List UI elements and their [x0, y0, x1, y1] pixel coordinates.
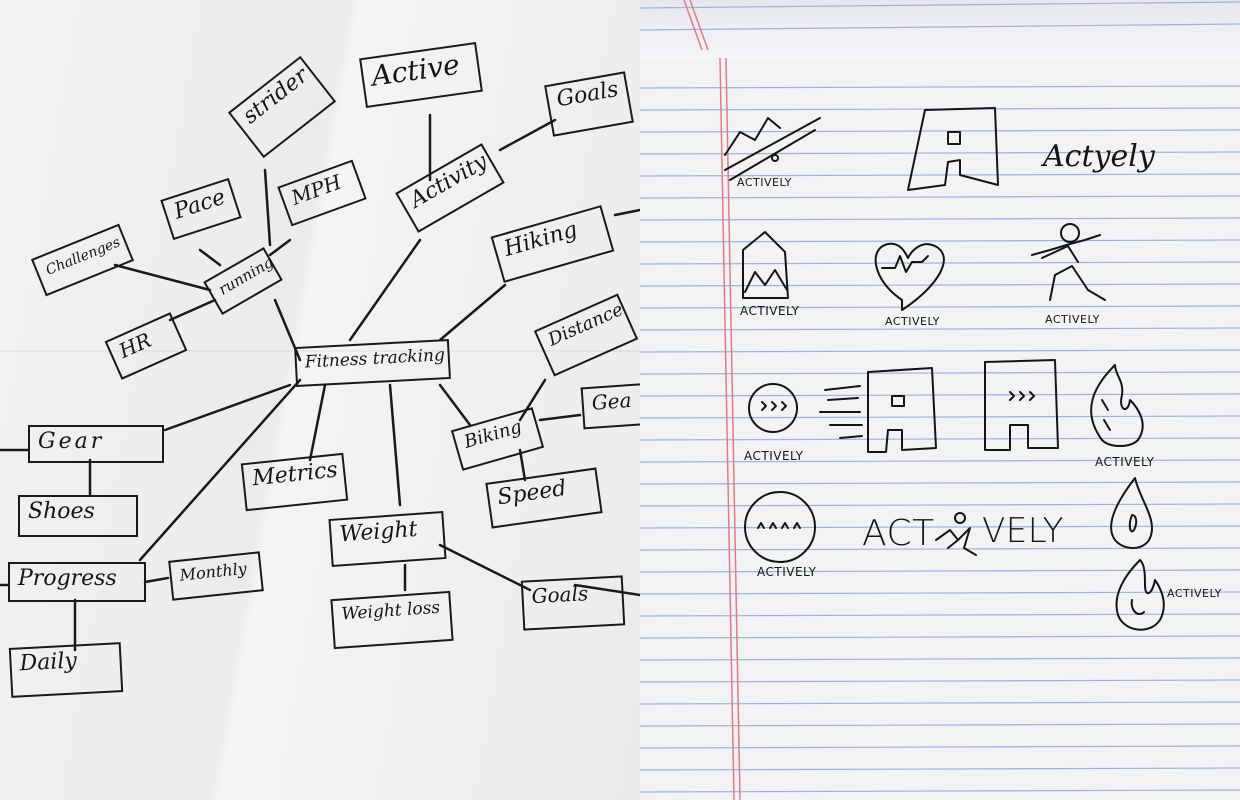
- node-gear-label: Gear: [38, 429, 105, 454]
- node-daily: Daily: [8, 642, 124, 698]
- brand-label-2: ACTIVELY: [740, 304, 800, 318]
- node-gear: Gear: [28, 425, 164, 463]
- brand-label-1: ACTIVELY: [737, 176, 792, 189]
- runner-figure-logo: [1031, 223, 1106, 301]
- a-building-logo: [907, 107, 999, 191]
- brand-label-5: ACTIVELY: [744, 449, 804, 463]
- node-gear-right: Gea: [580, 382, 640, 430]
- node-weight-loss: Weight loss: [330, 590, 454, 650]
- runner-icon: [935, 512, 977, 556]
- node-goals-top-label: Goals: [554, 76, 621, 113]
- combo-wordmark-left: ACT: [862, 513, 935, 554]
- brand-label-7: ACTIVELY: [757, 565, 817, 579]
- script-wordmark: Actyely: [1043, 139, 1155, 174]
- heart-logo: [874, 242, 945, 311]
- fire-outline-logo: [1115, 559, 1165, 631]
- center-label: Fitness tracking: [304, 345, 446, 373]
- node-monthly-label: Monthly: [178, 558, 248, 585]
- speed-building-logo: [819, 367, 937, 453]
- node-weight-loss-label: Weight loss: [340, 597, 441, 625]
- arrow-building-logo: [984, 359, 1059, 451]
- node-gear-right-label: Gea: [590, 388, 633, 415]
- node-weight-label: Weight: [338, 516, 419, 548]
- mountain-circle-logo: [744, 491, 816, 563]
- node-goals-bottom-label: Goals: [530, 581, 589, 609]
- node-weight: Weight: [328, 511, 447, 567]
- logo-sketches: ACTIVELY Actyely ACTIVELY ACTIVELY ACTIV…: [640, 0, 1240, 800]
- crossed-out-logo: [724, 117, 821, 181]
- connector-lines: [0, 113, 640, 652]
- brand-label-6: ACTIVELY: [1095, 455, 1155, 469]
- node-speed-label: Speed: [495, 475, 568, 511]
- node-goals-bottom: Goals: [520, 575, 626, 631]
- node-shoes: Shoes: [18, 495, 138, 537]
- node-active-label: Active: [369, 47, 462, 93]
- node-daily-label: Daily: [18, 648, 78, 677]
- mind-map-sketch: Active Fitness tracking Active Goals str…: [0, 0, 640, 800]
- node-hr-label: HR: [115, 327, 155, 363]
- brand-label-8: ACTIVELY: [1167, 587, 1222, 600]
- brand-label-4: ACTIVELY: [1045, 313, 1100, 326]
- house-mountain-logo: [742, 231, 789, 299]
- node-progress-label: Progress: [18, 566, 117, 591]
- node-progress: Progress: [8, 562, 146, 602]
- brand-label-3: ACTIVELY: [885, 315, 940, 328]
- flame-logo: [1090, 364, 1144, 447]
- speed-circle-logo: [748, 383, 798, 433]
- drop-flame-logo: [1110, 477, 1153, 549]
- node-metrics-label: Metrics: [251, 457, 339, 492]
- node-shoes-label: Shoes: [28, 499, 95, 524]
- logo-drawings: [724, 107, 1165, 631]
- node-center: Active Fitness tracking: [294, 338, 451, 388]
- combo-wordmark-right: VELY: [982, 511, 1064, 551]
- paper-fold: [0, 350, 640, 352]
